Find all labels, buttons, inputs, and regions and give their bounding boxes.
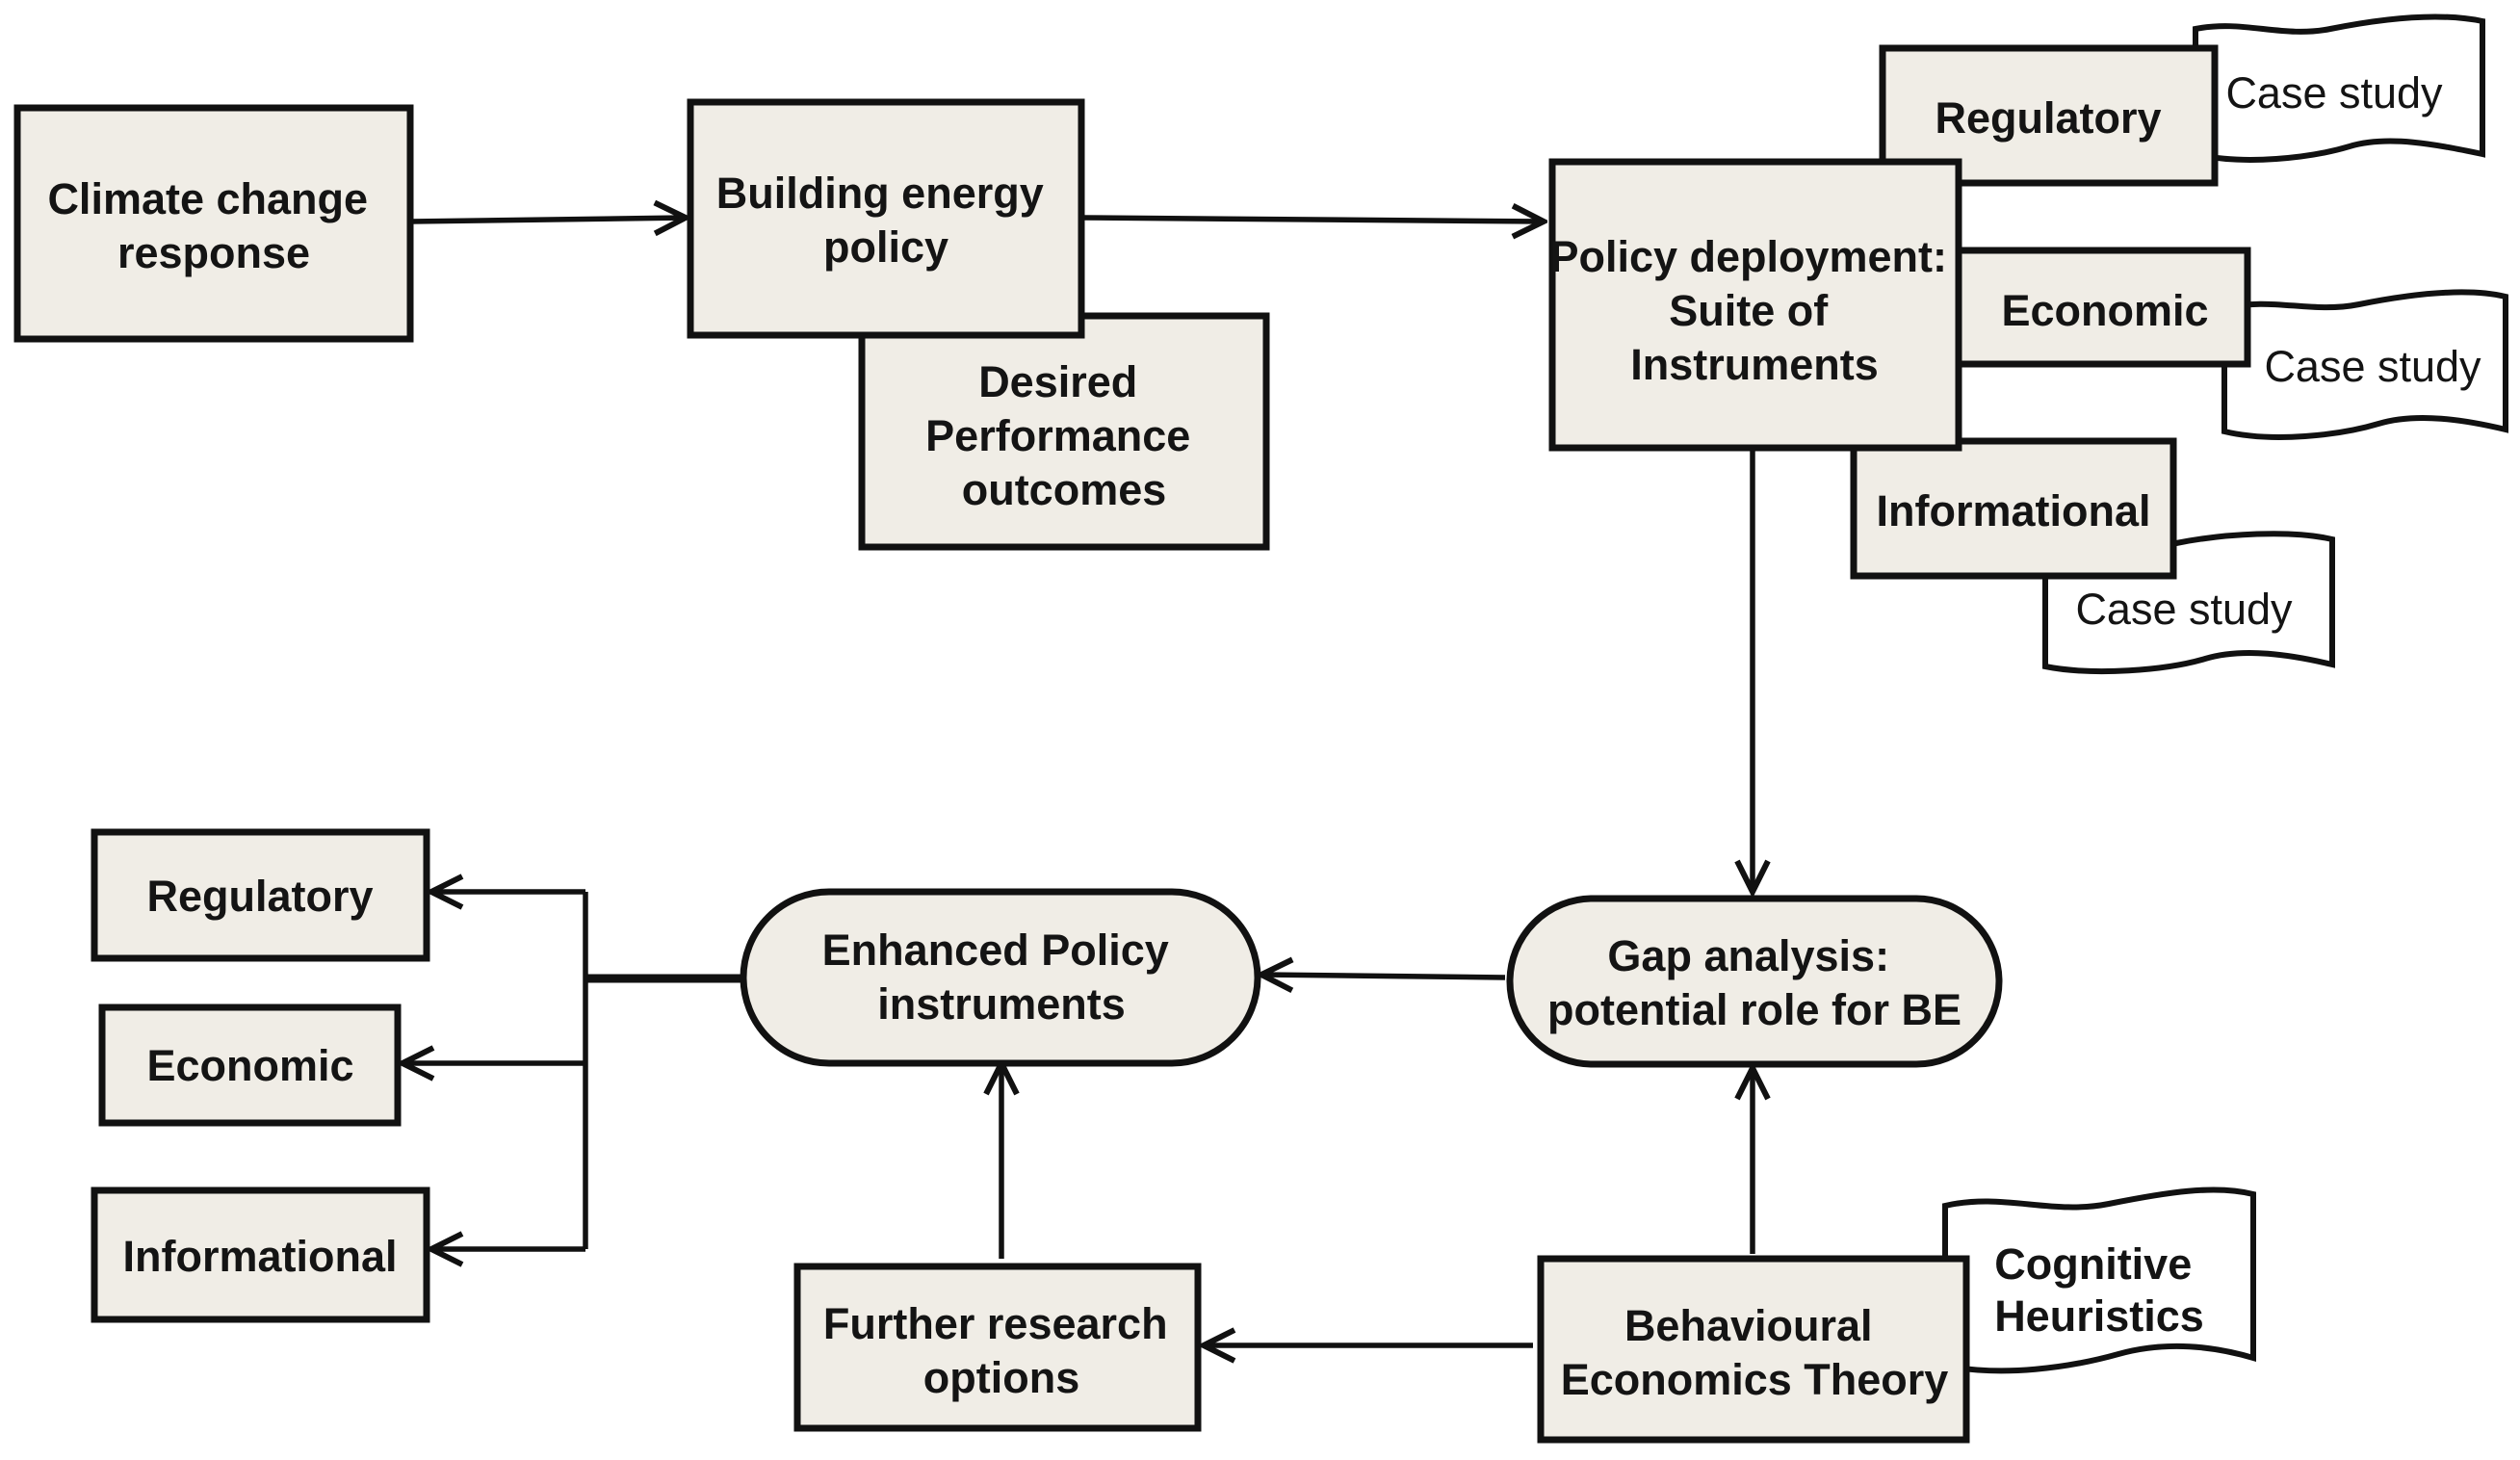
edges: [403, 218, 1753, 1345]
gap-analysis-pill: Gap analysis: potential role for BE: [1506, 895, 2003, 1068]
case-study-1: Case study: [2193, 13, 2485, 163]
left-economic-box: Economic: [98, 1004, 402, 1127]
left-regulatory-box: Regulatory: [91, 828, 430, 962]
desired-performance-box: Desired Performance outcomes: [858, 312, 1270, 551]
top-regulatory-label: Regulatory: [1935, 93, 2161, 143]
edge-policy-to-deployment: [1080, 218, 1544, 222]
document-shapes: Case study Case study Case study Cogniti…: [1942, 13, 2508, 1374]
case-study-2: Case study: [2221, 289, 2508, 440]
left-informational-box: Informational: [91, 1186, 430, 1323]
further-research-box: Further research options: [793, 1263, 1202, 1432]
enhanced-policy-label: Enhanced Policy instruments: [822, 926, 1182, 1029]
behavioural-economics-box: Behavioural Economics Theory: [1537, 1255, 1970, 1444]
left-informational-label: Informational: [122, 1232, 397, 1281]
enhanced-policy-pill: Enhanced Policy instruments: [740, 888, 1261, 1067]
cognitive-heuristics: Cognitive Heuristics: [1942, 1186, 2256, 1374]
further-research-label: Further research options: [823, 1299, 1180, 1402]
top-economic-label: Economic: [2001, 286, 2208, 335]
climate-change-response-box: Climate change response: [13, 104, 414, 343]
case-study-2-label: Case study: [2264, 342, 2481, 391]
desired-performance-label: Desired Performance outcomes: [925, 357, 1203, 514]
building-energy-policy-box: Building energy policy: [687, 98, 1085, 339]
edge-climate-to-policy: [409, 218, 686, 222]
left-economic-label: Economic: [146, 1041, 353, 1090]
top-informational-label: Informational: [1876, 486, 2150, 535]
gap-analysis-label: Gap analysis: potential role for BE: [1547, 931, 1961, 1034]
building-energy-policy-label: Building energy policy: [716, 169, 1056, 272]
left-regulatory-label: Regulatory: [146, 872, 373, 921]
case-study-1-label: Case study: [2225, 68, 2443, 117]
cognitive-heuristics-label: Cognitive Heuristics: [1994, 1239, 2204, 1341]
policy-deployment-label: Policy deployment: Suite of Instruments: [1549, 232, 1959, 389]
case-study-3-label: Case study: [2075, 585, 2293, 634]
behavioural-economics-label: Behavioural Economics Theory: [1561, 1301, 1949, 1404]
policy-deployment-box: Policy deployment: Suite of Instruments: [1548, 158, 1962, 452]
top-economic-box: Economic: [1934, 247, 2251, 368]
top-informational-box: Informational: [1850, 437, 2177, 580]
climate-change-response-label: Climate change response: [47, 174, 379, 277]
edge-gap-to-enhanced: [1261, 975, 1506, 978]
